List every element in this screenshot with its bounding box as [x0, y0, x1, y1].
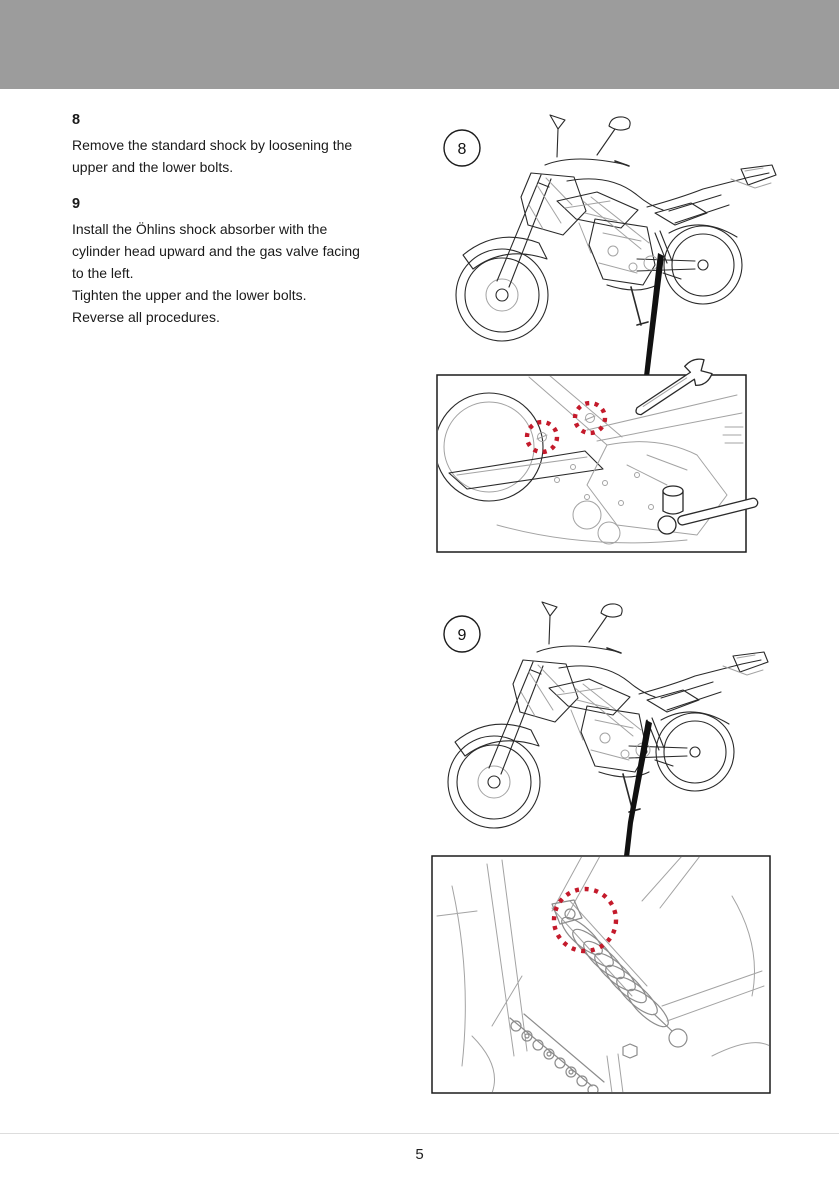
wrench-icon: [635, 358, 713, 416]
step-text-line: cylinder head upward and the gas valve f…: [72, 243, 360, 259]
step-text-line: Reverse all procedures.: [72, 309, 220, 325]
shock-head-highlight-circle: [551, 886, 619, 954]
socket-icon: [662, 485, 684, 515]
callout-badge-9: 9: [443, 615, 481, 653]
callout-badge-8: 8: [443, 129, 481, 167]
callout-number: 9: [458, 627, 467, 644]
leader-line: [644, 253, 664, 377]
step-text-line: upper and the lower bolts.: [72, 159, 234, 175]
bolt-highlight-circle-lower: [524, 419, 560, 455]
step-text-line: Remove the standard shock by loosening t…: [72, 137, 353, 153]
step-text-line: Tighten the upper and the lower bolts.: [72, 287, 307, 303]
footer-rule: [0, 1133, 839, 1134]
callout-number: 8: [458, 141, 467, 158]
step-text-line: Install the Öhlins shock absorber with t…: [72, 221, 328, 237]
motorcycle-line-art: [455, 114, 777, 342]
page-number: 5: [415, 1146, 424, 1163]
leader-line: [624, 720, 652, 858]
motorcycle-line-art: [447, 601, 769, 829]
bolt-highlight-circle-upper: [572, 400, 608, 436]
step-8: 8 Remove the standard shock by loosening…: [72, 110, 422, 178]
detail-box: [431, 855, 771, 1094]
header-bar: [0, 0, 839, 89]
step-9: 9 Install the Öhlins shock absorber with…: [72, 194, 422, 328]
step-number: 8: [72, 112, 81, 128]
shock-absorber-art: [551, 899, 688, 1048]
detail-box: [436, 374, 747, 553]
chain-art: [509, 1013, 605, 1092]
step-number: 9: [72, 196, 81, 212]
shock-closeup-art: [436, 857, 769, 1092]
instruction-text-column: 8 Remove the standard shock by loosening…: [72, 110, 422, 342]
figure-step-8: 8: [436, 114, 777, 553]
step-text-line: to the left.: [72, 265, 134, 281]
ratchet-icon: [657, 497, 759, 535]
figure-step-9: 9: [431, 601, 771, 1094]
